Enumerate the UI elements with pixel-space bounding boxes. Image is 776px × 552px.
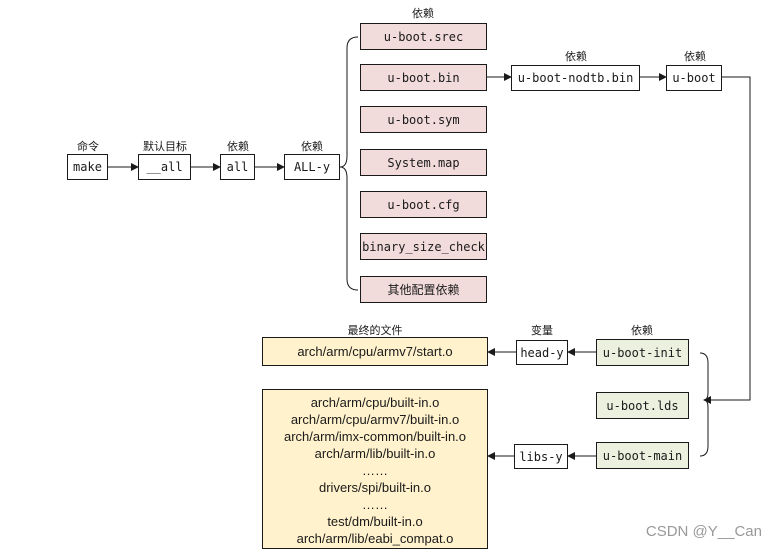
node-u-boot-nodtb-bin: u-boot-nodtb.bin [511, 65, 640, 91]
object-item: drivers/spi/built-in.o [319, 479, 431, 495]
object-ellipsis: …… [362, 462, 388, 478]
node-all: all [220, 154, 255, 180]
node-make: make [67, 154, 108, 180]
object-item: arch/arm/lib/built-in.o [314, 445, 436, 461]
object-item: arch/arm/lib/eabi_compat.o [296, 530, 454, 546]
label-command: 命令 [77, 140, 99, 153]
object-item: test/dm/built-in.o [327, 513, 423, 529]
node-libs-y: libs-y [514, 444, 568, 469]
label-dependency-uboot: 依赖 [684, 50, 706, 63]
label-dependency-init: 依赖 [631, 324, 653, 337]
label-variable: 变量 [531, 324, 553, 337]
node-all-default: __all [138, 154, 191, 180]
node-u-boot-bin: u-boot.bin [360, 64, 487, 91]
label-dependency-nodtb: 依赖 [565, 50, 587, 63]
object-item: arch/arm/imx-common/built-in.o [283, 428, 467, 444]
object-item: arch/arm/cpu/armv7/built-in.o [290, 411, 460, 427]
watermark: CSDN @Y__Can [645, 523, 762, 540]
object-ellipsis: …… [362, 496, 388, 512]
node-u-boot-srec: u-boot.srec [360, 23, 487, 50]
dependency-brace [339, 36, 359, 291]
node-u-boot: u-boot [666, 65, 722, 91]
label-default-target: 默认目标 [143, 140, 187, 153]
node-u-boot-init: u-boot-init [596, 339, 689, 366]
node-u-boot-lds: u-boot.lds [596, 392, 689, 419]
label-dependency-top: 依赖 [412, 7, 434, 20]
node-u-boot-cfg: u-boot.cfg [360, 191, 487, 218]
node-object-list: arch/arm/cpu/built-in.o arch/arm/cpu/arm… [262, 389, 488, 549]
node-other-deps: 其他配置依赖 [360, 276, 487, 303]
node-binary-size-check: binary_size_check [360, 233, 487, 260]
label-final-file: 最终的文件 [347, 324, 403, 337]
node-all-y: ALL-y [284, 154, 340, 180]
node-u-boot-sym: u-boot.sym [360, 106, 487, 133]
connector-init-main-brace [699, 352, 709, 457]
node-head-y: head-y [516, 340, 568, 365]
connector-uboot-to-junction [703, 76, 751, 404]
object-item: arch/arm/cpu/built-in.o [310, 394, 440, 410]
node-u-boot-main: u-boot-main [596, 442, 689, 469]
label-dependency-all-y: 依赖 [301, 140, 323, 153]
node-system-map: System.map [360, 149, 487, 176]
node-start-o: arch/arm/cpu/armv7/start.o [262, 337, 488, 366]
label-dependency-all: 依赖 [227, 140, 249, 153]
